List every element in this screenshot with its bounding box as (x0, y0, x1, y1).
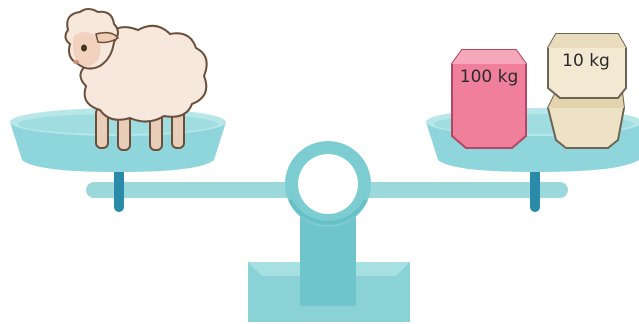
right-pan-stem (530, 168, 540, 212)
weight-icon: 100 kg (452, 50, 526, 148)
weight-label-10: 10 kg (562, 51, 610, 71)
left-pan-stem (114, 168, 124, 212)
weight-label-100: 100 kg (460, 67, 519, 87)
weight-icon (548, 92, 624, 148)
weight-icon: 10 kg (548, 34, 626, 98)
